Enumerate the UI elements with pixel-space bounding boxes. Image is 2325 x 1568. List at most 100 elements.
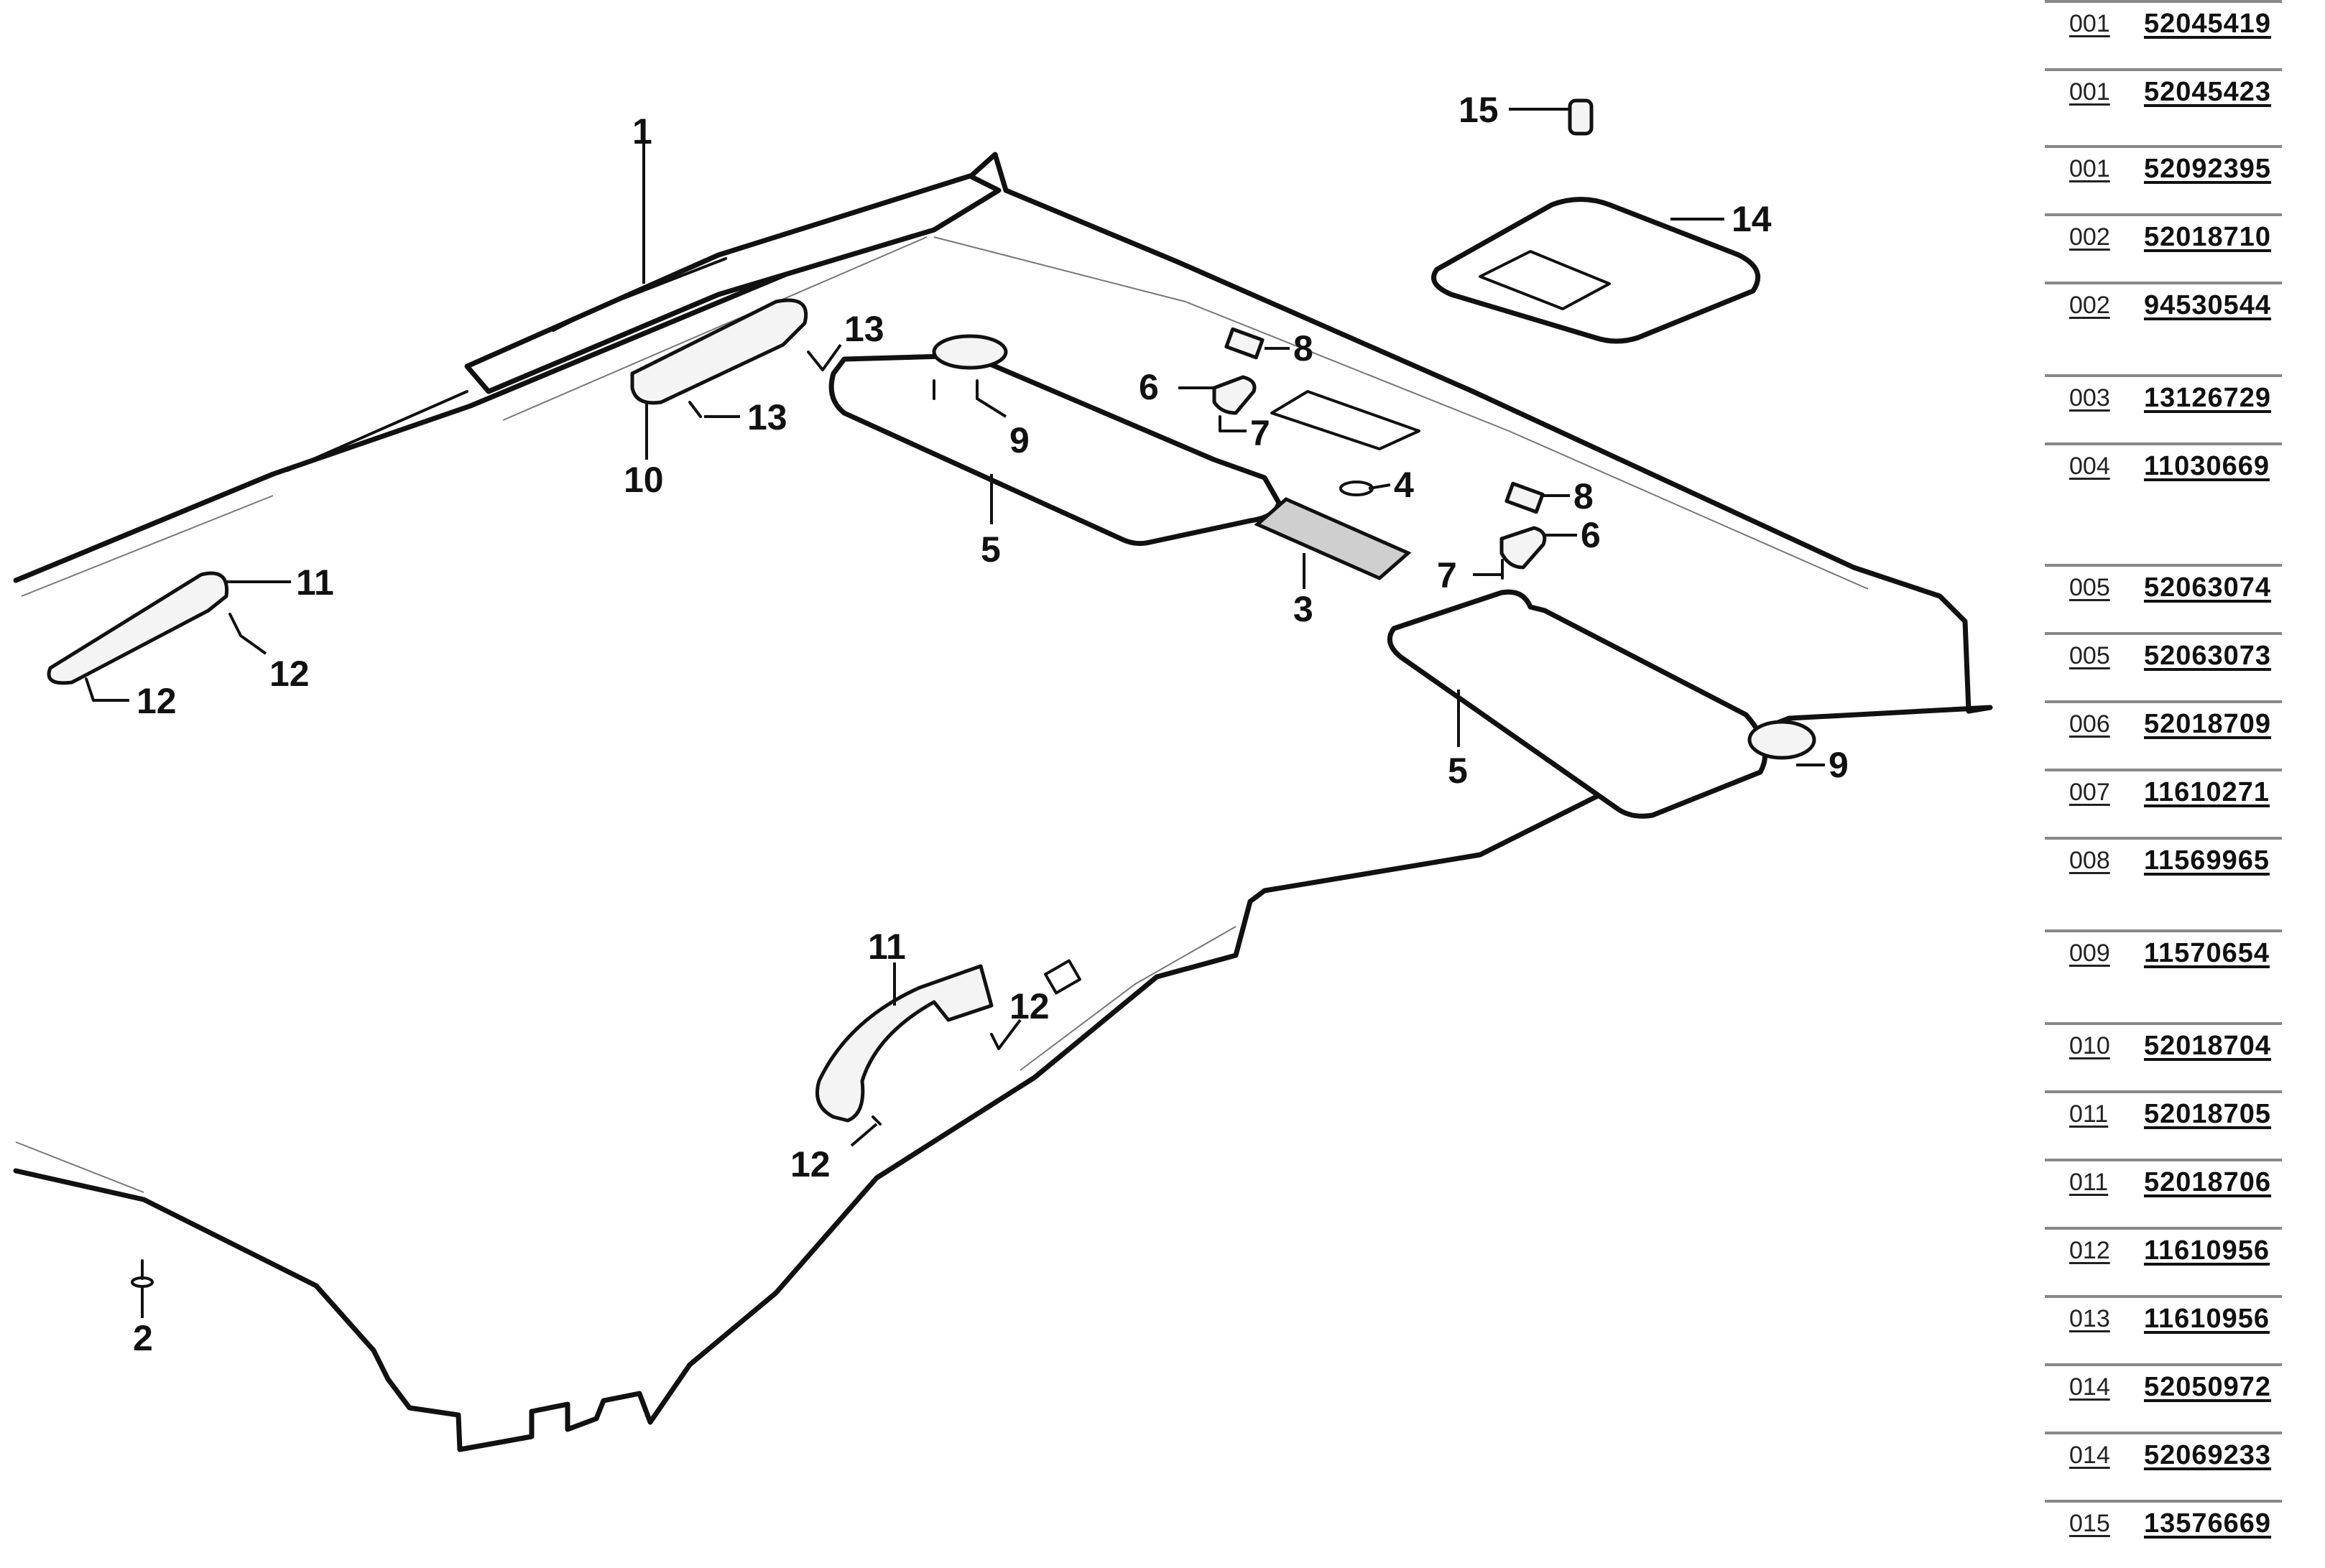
parts-list-row: 001 52092395 [2045, 145, 2282, 213]
position-link[interactable]: 005 [2069, 574, 2110, 601]
position-link[interactable]: 007 [2069, 779, 2110, 806]
part-number-link[interactable]: 94530544 [2144, 290, 2272, 320]
position-link[interactable]: 014 [2069, 1442, 2110, 1469]
leader-lines [93, 108, 1825, 1318]
console-window [1479, 250, 1611, 310]
part-number-link[interactable]: 52018709 [2144, 709, 2272, 739]
clip-lower [1504, 481, 1545, 514]
part-number-link[interactable]: 52045419 [2144, 9, 2272, 39]
part-number-link[interactable]: 52069233 [2144, 1440, 2272, 1470]
callout-6-upper: 6 [1139, 367, 1159, 407]
position-link[interactable]: 002 [2069, 292, 2110, 319]
part-number-link[interactable]: 52018710 [2144, 222, 2272, 252]
clip-2 [131, 1276, 154, 1288]
part-number-link[interactable]: 11610956 [2144, 1304, 2270, 1334]
parts-list-row: 011 52018706 [2045, 1159, 2282, 1227]
parts-list-row: 001 52045419 [2045, 0, 2282, 68]
part-number-link[interactable]: 11610956 [2144, 1235, 2270, 1266]
diagram-canvas: 1 2 3 4 5 5 6 6 7 7 8 8 9 9 10 11 11 12 … [13, 90, 1993, 1452]
callout-2: 2 [133, 1318, 153, 1358]
callout-14: 14 [1732, 199, 1772, 239]
callout-9-left: 9 [1009, 420, 1030, 460]
sun-visor-right [1387, 589, 1768, 819]
position-link[interactable]: 011 [2069, 1169, 2109, 1196]
position-link[interactable]: 001 [2069, 10, 2110, 37]
parts-list-row: 004 11030669 [2045, 442, 2282, 564]
parts-list-row: 013 11610956 [2045, 1295, 2282, 1363]
part-number-link[interactable]: 52018705 [2144, 1099, 2272, 1129]
position-link[interactable]: 011 [2069, 1100, 2109, 1128]
position-link[interactable]: 006 [2069, 710, 2110, 738]
cover-upper [1212, 375, 1257, 415]
roof-trim-detail [286, 257, 727, 472]
position-link[interactable]: 012 [2069, 1237, 2110, 1264]
position-link[interactable]: 005 [2069, 642, 2110, 669]
callout-7-upper: 7 [1250, 413, 1270, 453]
part-number-link[interactable]: 52050972 [2144, 1372, 2272, 1402]
roof-trim-strip [464, 173, 1002, 394]
part-number-link[interactable]: 52063074 [2144, 572, 2272, 603]
callout-12-b: 12 [137, 681, 177, 721]
parts-list: 001 52045419 001 52045423 001 52092395 002 5… [2045, 0, 2282, 1568]
position-link[interactable]: 015 [2069, 1510, 2110, 1537]
grab-handle-front [630, 298, 808, 405]
part-number-link[interactable]: 52045423 [2144, 77, 2272, 107]
callout-7-lower: 7 [1437, 555, 1457, 595]
part-number-link[interactable]: 52018706 [2144, 1167, 2272, 1197]
parts-list-row: 014 52050972 [2045, 1363, 2282, 1432]
visor-mount-right [1747, 720, 1816, 760]
headliner-panel [13, 152, 1993, 1452]
parts-list-row: 006 52018709 [2045, 700, 2282, 769]
part-number-link[interactable]: 52018704 [2144, 1031, 2272, 1061]
callout-8-upper: 8 [1293, 328, 1313, 368]
parts-list-row: 012 11610956 [2045, 1227, 2282, 1295]
cover-lower [1499, 526, 1547, 570]
callout-3: 3 [1293, 589, 1313, 629]
callout-1: 1 [632, 111, 652, 152]
part-number-link[interactable]: 11610271 [2144, 777, 2270, 807]
position-link[interactable]: 009 [2069, 940, 2110, 967]
overhead-console [1431, 197, 1761, 344]
part-number-link[interactable]: 11030669 [2144, 451, 2270, 481]
parts-list-row: 007 11610271 [2045, 769, 2282, 837]
parts-list-row: 010 52018704 [2045, 1022, 2282, 1090]
callout-12-c: 12 [1009, 986, 1050, 1026]
part-number-link[interactable]: 11570654 [2144, 938, 2270, 968]
callout-10: 10 [624, 460, 664, 500]
callout-9-right: 9 [1829, 745, 1849, 785]
parts-list-row: 001 52045423 [2045, 68, 2282, 145]
part-number-link[interactable]: 13126729 [2144, 383, 2272, 413]
parts-list-row: 005 52063074 [2045, 564, 2282, 632]
position-link[interactable]: 001 [2069, 155, 2110, 182]
callout-11-left: 11 [296, 562, 334, 603]
callout-13-b: 13 [747, 397, 787, 437]
position-link[interactable]: 008 [2069, 847, 2110, 874]
parts-list-row: 014 52069233 [2045, 1432, 2282, 1500]
headliner-contour-lower [15, 926, 1237, 1193]
dome-light-lens [1254, 497, 1412, 580]
part-number-link[interactable]: 52092395 [2144, 154, 2272, 184]
position-link[interactable]: 003 [2069, 384, 2110, 412]
callout-5-left: 5 [981, 529, 1001, 570]
callout-12-a: 12 [269, 654, 310, 694]
handle-clip-rear [1044, 959, 1081, 995]
position-link[interactable]: 001 [2069, 78, 2110, 106]
grab-handle-rear [815, 964, 994, 1123]
callout-4: 4 [1394, 465, 1414, 505]
position-link[interactable]: 013 [2069, 1305, 2110, 1332]
grab-handle-left [47, 571, 229, 685]
parts-list-row: 002 52018710 [2045, 213, 2282, 282]
callout-8-lower: 8 [1573, 476, 1594, 516]
position-link[interactable]: 004 [2069, 453, 2110, 480]
headliner-opening [1270, 390, 1420, 450]
part-number-link[interactable]: 13576669 [2144, 1508, 2272, 1539]
callout-11-rear: 11 [868, 927, 906, 967]
callout-5-right: 5 [1448, 751, 1468, 791]
exploded-parts-diagram: 1 2 3 4 5 5 6 6 7 7 8 8 9 9 10 11 11 12 … [13, 90, 1993, 1452]
part-number-link[interactable]: 52063073 [2144, 641, 2272, 671]
parts-list-row: 009 11570654 [2045, 929, 2282, 1022]
position-link[interactable]: 002 [2069, 223, 2110, 251]
part-number-link[interactable]: 11569965 [2144, 845, 2270, 876]
position-link[interactable]: 010 [2069, 1032, 2110, 1059]
position-link[interactable]: 014 [2069, 1373, 2110, 1401]
